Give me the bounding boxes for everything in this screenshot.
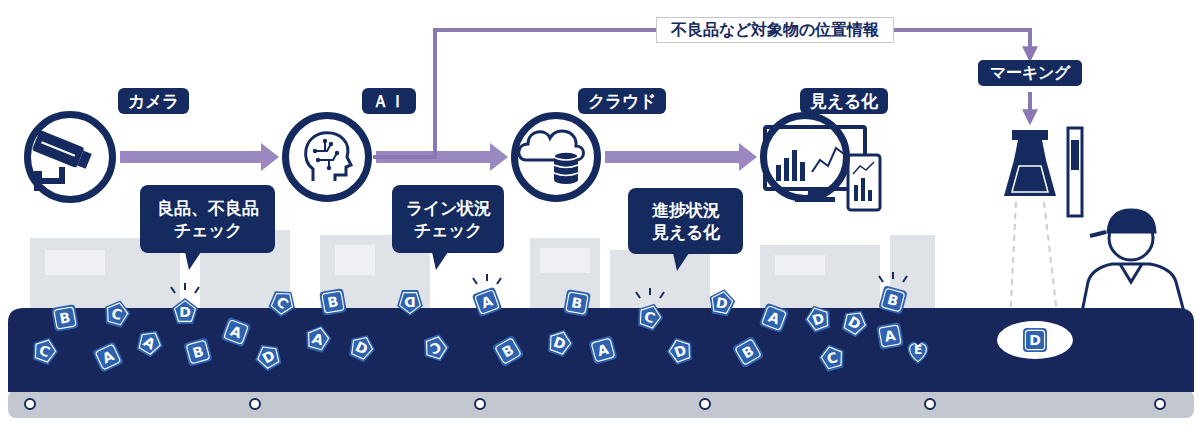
- camera-icon: [32, 130, 93, 191]
- sparkle-stroke: [195, 287, 199, 293]
- sparkle-stroke: [171, 287, 175, 293]
- conveyor-belt: [8, 308, 1194, 418]
- flow-arrow: [605, 143, 757, 171]
- item-letter: B: [562, 288, 592, 318]
- marking-box: マーキング: [978, 60, 1082, 86]
- cloud-circle: クラウド: [511, 112, 601, 202]
- product-item: B: [318, 287, 348, 317]
- flow-arrow: [120, 143, 279, 171]
- product-item: D: [707, 287, 737, 317]
- speech-bubble: ライン状況 チェック: [392, 185, 504, 253]
- product-item: D: [172, 298, 198, 324]
- sparkle-stroke: [184, 283, 186, 290]
- product-item: D: [397, 290, 423, 316]
- product-item: A: [875, 321, 905, 351]
- circle-outline: [24, 111, 116, 203]
- item-letter: D: [397, 290, 423, 316]
- sparkle-stroke: [892, 272, 894, 279]
- item-letter: B: [50, 303, 80, 333]
- sparkle-stroke: [903, 276, 907, 282]
- product-item: B: [562, 288, 592, 318]
- bubble-tail: [185, 252, 205, 270]
- circle-outline: [282, 112, 372, 202]
- sparkle-stroke: [486, 274, 488, 281]
- circle-outline: [511, 112, 601, 202]
- bubble-text: 進捗状況 見える化: [640, 199, 731, 243]
- bubble-tail: [432, 252, 452, 270]
- camera-circle: カメラ: [24, 111, 116, 203]
- item-letter: A: [875, 321, 905, 351]
- ai-head-icon: [306, 133, 351, 181]
- sparkle-stroke: [636, 292, 640, 298]
- item-letter: B: [318, 287, 348, 317]
- sparkle-stroke: [879, 276, 883, 282]
- product-item: B: [50, 303, 80, 333]
- item-letter: D: [707, 287, 737, 317]
- product-item: D: [1022, 327, 1048, 353]
- cloud-database-icon: [519, 131, 584, 184]
- speech-bubble: 良品、不良品 チェック: [140, 185, 275, 253]
- bubble-text: ライン状況 チェック: [404, 197, 492, 241]
- sparkle-stroke: [660, 292, 664, 298]
- icon-label: 見える化: [800, 88, 888, 114]
- bubble-text: 良品、不良品 チェック: [152, 197, 263, 241]
- bubble-tail: [673, 253, 693, 271]
- sparkle-stroke: [497, 278, 501, 284]
- edge-label: 不良品など対象物の位置情報: [656, 17, 894, 43]
- marking-device: [1004, 92, 1082, 322]
- icon-label: クラウド: [578, 88, 666, 114]
- sparkle-stroke: [473, 278, 477, 284]
- icon-label: カメラ: [118, 88, 189, 114]
- icon-label: ＡＩ: [362, 88, 416, 114]
- box-label: マーキング: [990, 63, 1070, 83]
- signal-line: [373, 30, 1030, 157]
- speech-bubble: 進捗状況 見える化: [628, 188, 743, 254]
- ai-circle: ＡＩ: [282, 112, 372, 202]
- visualize-circle: 見える化: [760, 112, 850, 202]
- item-letter: D: [1022, 327, 1048, 353]
- sparkle-stroke: [649, 288, 651, 295]
- item-letter: D: [172, 298, 198, 324]
- product-item: E: [905, 339, 931, 365]
- circle-outline: [760, 112, 850, 202]
- worker-figure: [1082, 210, 1184, 312]
- item-letter: E: [905, 339, 931, 365]
